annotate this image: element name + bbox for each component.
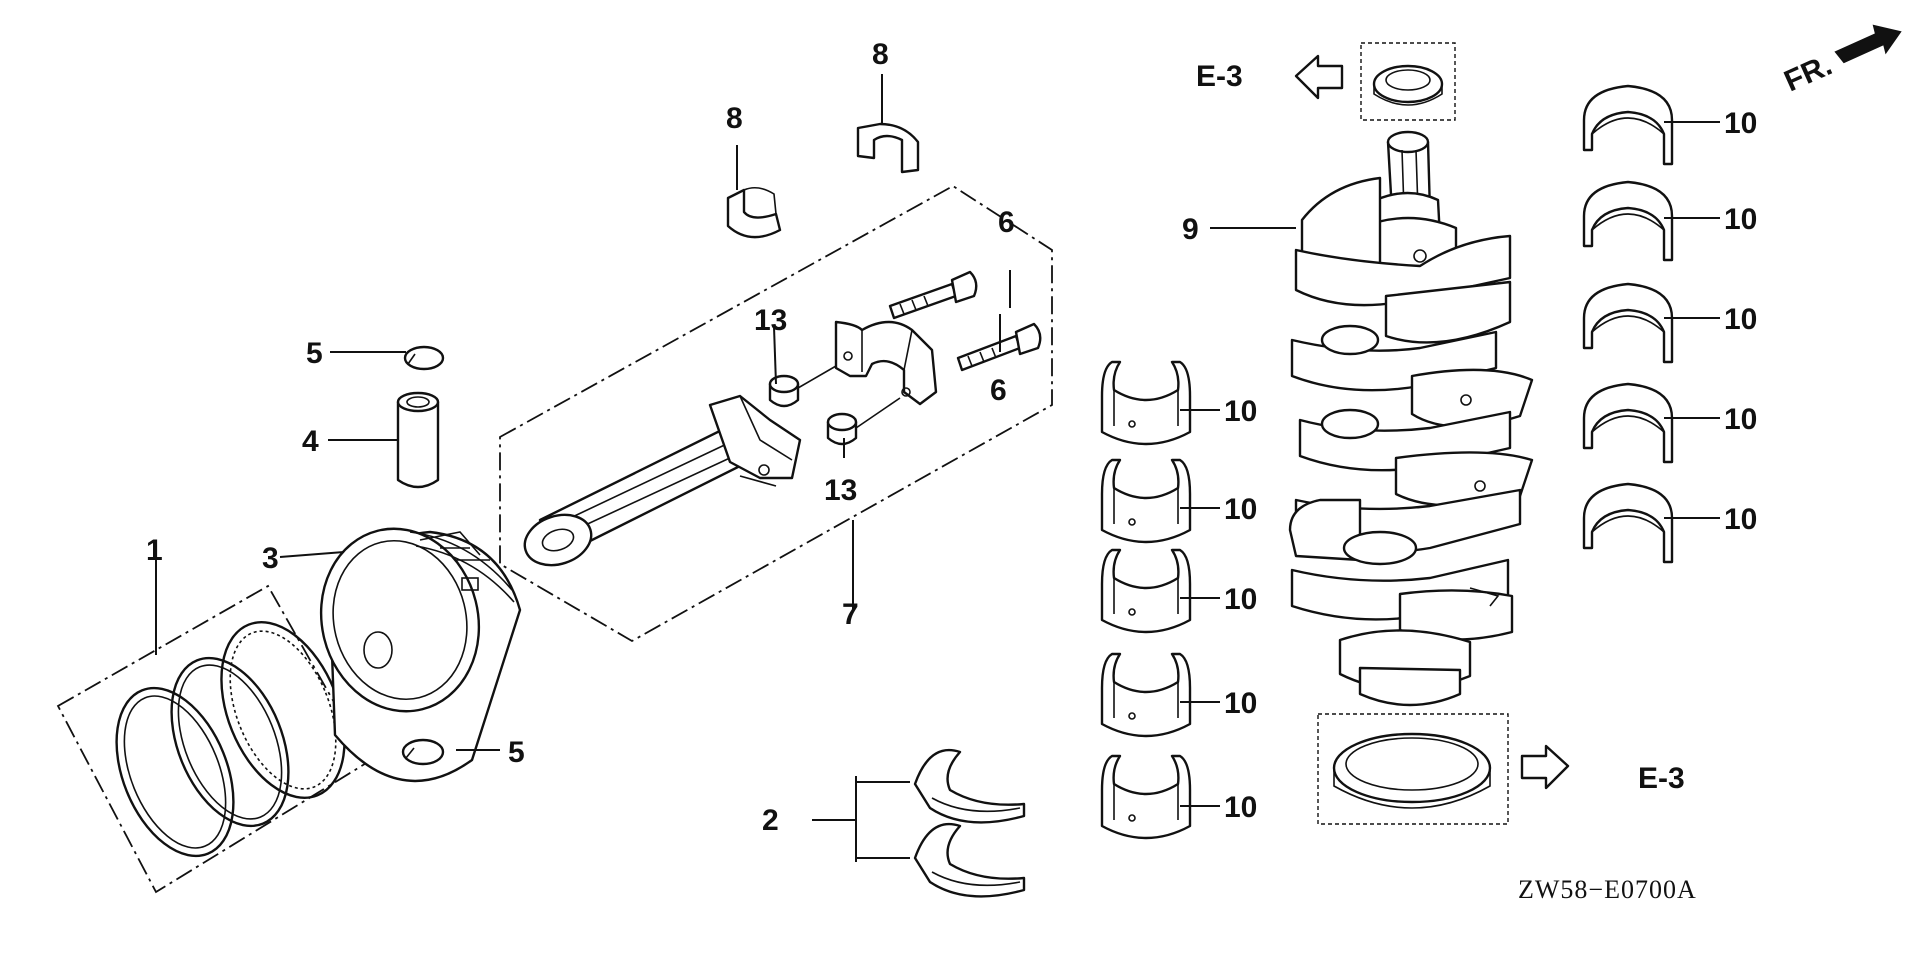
rod-bearing-left (726, 186, 782, 239)
connecting-rod-cap (834, 320, 938, 406)
callout-8-top: 8 (872, 38, 889, 71)
callout-5-bottom: 5 (508, 736, 525, 769)
callout-10-left-3: 10 (1224, 583, 1257, 616)
callout-5-top: 5 (306, 337, 323, 370)
callout-10-left-2: 10 (1224, 493, 1257, 526)
callout-10-right-1: 10 (1724, 107, 1757, 140)
piston-pin-clip-bottom (401, 738, 445, 766)
rod-bolt-top (888, 270, 978, 320)
callout-13-bottom: 13 (824, 474, 857, 507)
rod-bearing-top (856, 122, 920, 174)
callout-6-top: 6 (998, 206, 1015, 239)
oil-seal-box-bottom (1317, 713, 1509, 825)
ref-arrow-right (1520, 744, 1570, 790)
thrust-washer-top (913, 748, 1026, 824)
main-bearing-left-1 (1100, 360, 1192, 446)
piston-pin (396, 391, 440, 489)
crankshaft (1288, 130, 1534, 707)
piston (319, 527, 522, 783)
callout-10-left-4: 10 (1224, 687, 1257, 720)
callout-6-bottom: 6 (990, 374, 1007, 407)
main-bearing-right-4 (1582, 382, 1674, 464)
rod-bolt-bottom (956, 322, 1042, 372)
ref-label-top: E-3 (1196, 60, 1243, 93)
main-bearing-left-4 (1100, 652, 1192, 738)
oil-seal-top (1372, 64, 1444, 106)
rod-dowel-pin-top (768, 374, 800, 408)
callout-10-right-3: 10 (1724, 303, 1757, 336)
thrust-washer-bottom (913, 822, 1026, 898)
dowel-guide-lines (797, 365, 901, 429)
front-direction-arrow (1834, 24, 1902, 64)
oil-seal-bottom (1332, 732, 1492, 809)
callout-3: 3 (262, 542, 279, 575)
ref-label-bottom: E-3 (1638, 762, 1685, 795)
callout-9: 9 (1182, 213, 1199, 246)
piston-ring-set (115, 621, 346, 858)
ring-set-box (56, 584, 370, 894)
callout-10-right-4: 10 (1724, 403, 1757, 436)
callout-4: 4 (302, 425, 319, 458)
main-bearing-right-5 (1582, 482, 1674, 564)
callout-1: 1 (146, 534, 163, 567)
main-bearing-right-1 (1582, 84, 1674, 166)
ref-arrow-left (1294, 54, 1344, 100)
leader-lines (155, 74, 1720, 862)
callout-8-left: 8 (726, 102, 743, 135)
oil-seal-box-top (1360, 42, 1456, 121)
piston-pin-clip-top (403, 345, 445, 371)
front-direction-label: FR. (1779, 49, 1837, 99)
rod-dowel-pin-bottom (826, 412, 858, 446)
main-bearing-right-3 (1582, 282, 1674, 364)
callout-2: 2 (762, 804, 779, 837)
callout-10-left-5: 10 (1224, 791, 1257, 824)
connecting-rod-box (499, 184, 1053, 643)
main-bearing-left-3 (1100, 548, 1192, 634)
main-bearing-left-2 (1100, 458, 1192, 544)
main-bearing-right-2 (1582, 180, 1674, 262)
callout-13-top: 13 (754, 304, 787, 337)
diagram-code: ZW58−E0700A (1518, 875, 1697, 904)
callout-7: 7 (842, 598, 859, 631)
main-bearing-left-5 (1100, 754, 1192, 840)
callout-10-right-5: 10 (1724, 503, 1757, 536)
callout-10-left-1: 10 (1224, 395, 1257, 428)
callout-10-right-2: 10 (1724, 203, 1757, 236)
connecting-rod (523, 394, 802, 567)
